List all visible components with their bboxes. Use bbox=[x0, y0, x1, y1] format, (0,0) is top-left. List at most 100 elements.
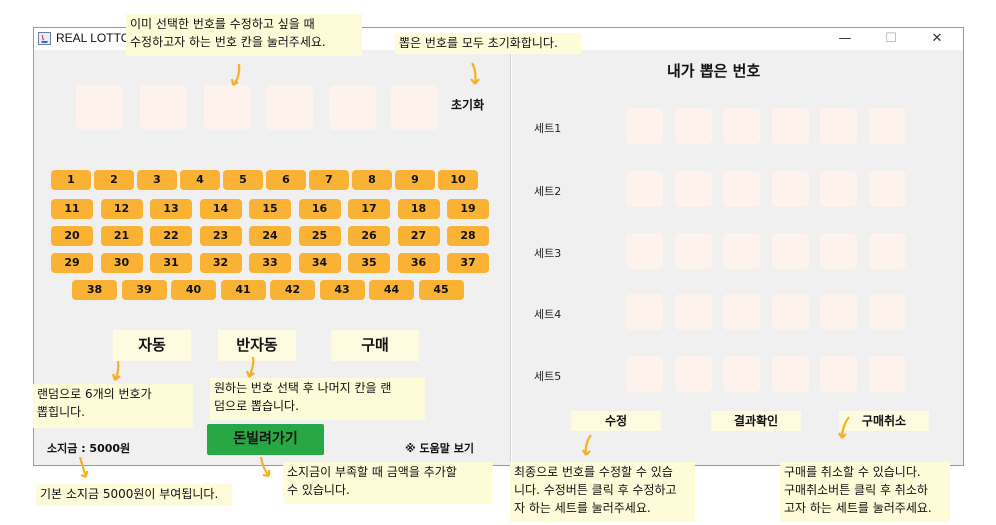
number-button[interactable]: 40 bbox=[171, 280, 216, 300]
number-button[interactable]: 30 bbox=[100, 253, 143, 273]
number-button[interactable]: 37 bbox=[447, 253, 489, 273]
set-number-slot[interactable] bbox=[820, 294, 857, 330]
number-button[interactable]: 11 bbox=[51, 199, 93, 219]
number-button[interactable]: 20 bbox=[51, 226, 93, 246]
result-button[interactable]: 결과확인 bbox=[711, 411, 801, 431]
set-number-slot[interactable] bbox=[868, 171, 906, 207]
set-number-slot[interactable] bbox=[868, 294, 906, 330]
selected-number-slot-6[interactable] bbox=[391, 85, 438, 130]
set-number-slot[interactable] bbox=[674, 356, 712, 392]
number-button[interactable]: 15 bbox=[249, 199, 291, 219]
buy-button[interactable]: 구매 bbox=[331, 330, 419, 361]
number-button[interactable]: 1 bbox=[51, 170, 91, 190]
number-button[interactable]: 21 bbox=[100, 226, 143, 246]
number-button[interactable]: 14 bbox=[199, 199, 242, 219]
set-number-slot[interactable] bbox=[820, 108, 857, 144]
set-number-slot[interactable] bbox=[820, 233, 857, 269]
set-number-slot[interactable] bbox=[723, 356, 760, 392]
number-button[interactable]: 41 bbox=[220, 280, 266, 300]
set-number-slot[interactable] bbox=[771, 171, 809, 207]
number-button[interactable]: 36 bbox=[397, 253, 440, 273]
number-button[interactable]: 26 bbox=[348, 226, 390, 246]
number-button[interactable]: 9 bbox=[395, 170, 435, 190]
number-button[interactable]: 16 bbox=[298, 199, 341, 219]
set-number-slot[interactable] bbox=[868, 356, 906, 392]
selected-number-slot-3[interactable] bbox=[204, 85, 251, 130]
number-button[interactable]: 24 bbox=[249, 226, 291, 246]
selected-number-slot-2[interactable] bbox=[140, 85, 187, 130]
number-button[interactable]: 3 bbox=[137, 170, 177, 190]
number-button[interactable]: 33 bbox=[249, 253, 291, 273]
auto-button[interactable]: 자동 bbox=[113, 330, 191, 361]
set-number-slot[interactable] bbox=[771, 233, 809, 269]
set-number-slot[interactable] bbox=[820, 356, 857, 392]
set-number-slot[interactable] bbox=[626, 108, 663, 144]
number-button[interactable]: 13 bbox=[150, 199, 192, 219]
set-number-slot[interactable] bbox=[674, 108, 712, 144]
number-button[interactable]: 38 bbox=[72, 280, 117, 300]
set-number-slot[interactable] bbox=[626, 356, 663, 392]
set-number-slot[interactable] bbox=[674, 171, 712, 207]
number-button[interactable]: 18 bbox=[397, 199, 440, 219]
charge-button[interactable]: 돈빌려가기 bbox=[207, 424, 324, 455]
number-button[interactable]: 25 bbox=[298, 226, 341, 246]
number-button[interactable]: 12 bbox=[100, 199, 143, 219]
set-number-slot[interactable] bbox=[626, 294, 663, 330]
number-button[interactable]: 5 bbox=[223, 170, 263, 190]
number-button[interactable]: 2 bbox=[94, 170, 134, 190]
tooltip-line: 뽑은 번호를 모두 초기화합니다. bbox=[399, 36, 558, 50]
number-button[interactable]: 23 bbox=[199, 226, 242, 246]
number-button[interactable]: 7 bbox=[309, 170, 349, 190]
set-number-slot[interactable] bbox=[723, 108, 760, 144]
number-button[interactable]: 44 bbox=[369, 280, 414, 300]
selected-number-slot-5[interactable] bbox=[329, 85, 376, 130]
number-button[interactable]: 19 bbox=[447, 199, 489, 219]
tooltip-cancel: 구매를 취소할 수 있습니다. 구매취소버튼 클릭 후 취소하 고자 하는 세트… bbox=[780, 462, 950, 522]
close-button[interactable]: ✕ bbox=[931, 31, 943, 46]
number-button[interactable]: 32 bbox=[199, 253, 242, 273]
selected-number-slot-4[interactable] bbox=[266, 85, 313, 130]
reset-button[interactable]: 초기화 bbox=[451, 98, 485, 112]
selected-number-slot-1[interactable] bbox=[76, 85, 123, 130]
set-number-slot[interactable] bbox=[771, 356, 809, 392]
set-number-slot[interactable] bbox=[723, 171, 760, 207]
edit-button[interactable]: 수정 bbox=[571, 411, 661, 431]
number-button[interactable]: 22 bbox=[150, 226, 192, 246]
number-button[interactable]: 35 bbox=[348, 253, 390, 273]
set-number-slot[interactable] bbox=[626, 233, 663, 269]
cancel-purchase-button[interactable]: 구매취소 bbox=[839, 411, 929, 431]
window-title: REAL LOTTO bbox=[56, 31, 131, 45]
number-button[interactable]: 42 bbox=[270, 280, 315, 300]
semi-auto-button[interactable]: 반자동 bbox=[218, 330, 296, 361]
number-button[interactable]: 27 bbox=[397, 226, 440, 246]
set-number-slot[interactable] bbox=[771, 294, 809, 330]
set-number-slot[interactable] bbox=[771, 108, 809, 144]
java-app-icon bbox=[38, 32, 51, 45]
set-number-slot[interactable] bbox=[674, 233, 712, 269]
tooltip-final-edit: 최종으로 번호를 수정할 수 있습 니다. 수정버튼 클릭 후 수정하고 자 하… bbox=[510, 462, 695, 522]
number-button[interactable]: 45 bbox=[418, 280, 464, 300]
number-button[interactable]: 31 bbox=[150, 253, 192, 273]
set-number-slot[interactable] bbox=[626, 171, 663, 207]
number-button[interactable]: 17 bbox=[348, 199, 390, 219]
tooltip-line: 구매취소버튼 클릭 후 취소하 bbox=[784, 483, 928, 497]
set-number-slot[interactable] bbox=[723, 294, 760, 330]
number-button[interactable]: 34 bbox=[298, 253, 341, 273]
number-button[interactable]: 43 bbox=[319, 280, 365, 300]
set-number-slot[interactable] bbox=[868, 233, 906, 269]
number-button[interactable]: 8 bbox=[352, 170, 392, 190]
set-number-slot[interactable] bbox=[674, 294, 712, 330]
set-number-slot[interactable] bbox=[820, 171, 857, 207]
maximize-button[interactable]: ☐ bbox=[885, 31, 897, 46]
number-button[interactable]: 4 bbox=[180, 170, 220, 190]
minimize-button[interactable]: — bbox=[838, 31, 852, 46]
number-button[interactable]: 29 bbox=[51, 253, 93, 273]
number-button[interactable]: 28 bbox=[447, 226, 489, 246]
number-button[interactable]: 39 bbox=[121, 280, 167, 300]
tooltip-line: 덤으로 뽑습니다. bbox=[214, 399, 299, 413]
number-button[interactable]: 10 bbox=[438, 170, 478, 190]
number-button[interactable]: 6 bbox=[266, 170, 306, 190]
set-number-slot[interactable] bbox=[723, 233, 760, 269]
set-number-slot[interactable] bbox=[868, 108, 906, 144]
help-link[interactable]: ※ 도움말 보기 bbox=[405, 442, 474, 455]
